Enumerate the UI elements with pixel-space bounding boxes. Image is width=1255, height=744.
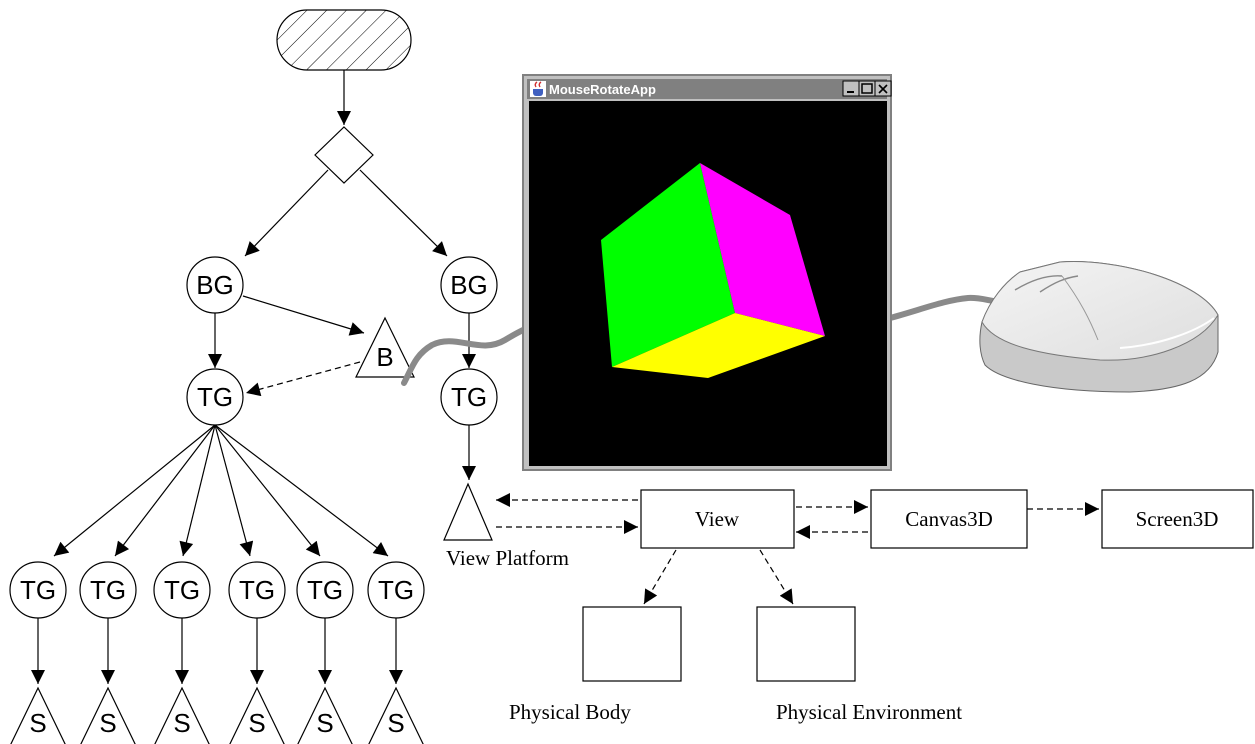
view-platform-node	[443, 482, 493, 541]
screen3d-label: Screen3D	[1136, 507, 1219, 531]
child-transform-label: TG	[239, 575, 275, 605]
physical-body-label: Physical Body	[509, 700, 631, 724]
shape-label: S	[29, 708, 46, 738]
branch-group-label-view: BG	[450, 270, 488, 300]
app-window-title: MouseRotateApp	[549, 82, 656, 97]
physical-body-box	[582, 606, 682, 682]
edge-behavior-target	[245, 361, 361, 397]
transform-group-label-view: TG	[451, 382, 487, 412]
shape-label: S	[316, 708, 333, 738]
edge-locale-bg-right	[359, 169, 448, 257]
shape-node-2: S	[80, 686, 136, 744]
cube-left-face	[601, 163, 735, 367]
edge-view-physical-environment	[759, 549, 794, 605]
shape-label: S	[248, 708, 265, 738]
view-label: View	[695, 507, 740, 531]
child-transform-5: TG	[296, 561, 354, 619]
cube-right-face	[700, 163, 825, 336]
behavior-label: B	[376, 342, 393, 372]
view-box	[640, 489, 795, 549]
child-transform-1: TG	[9, 561, 67, 619]
locale-node	[314, 126, 374, 184]
app-window-titlebar[interactable]	[527, 79, 887, 99]
shape-node-3: S	[154, 686, 210, 744]
app-window: MouseRotateApp	[522, 74, 892, 471]
child-transform-2: TG	[79, 561, 137, 619]
edge-bg-behavior	[242, 295, 365, 336]
shape-node-5: S	[297, 686, 353, 744]
view-platform-label: View Platform	[446, 546, 569, 570]
screen3d-box	[1101, 489, 1254, 549]
child-transform-label: TG	[378, 575, 414, 605]
shape-node-4: S	[229, 686, 285, 744]
canvas3d-label: Canvas3D	[905, 507, 993, 531]
transform-group-label-content: TG	[197, 382, 233, 412]
shape-edges	[31, 618, 403, 684]
edge-view-physical-body	[643, 549, 677, 605]
java-cup-icon	[530, 81, 546, 97]
shape-label: S	[173, 708, 190, 738]
child-transform-6: TG	[367, 561, 425, 619]
cube-bottom-face	[612, 313, 825, 378]
transform-children-edges	[53, 424, 389, 557]
physical-environment-box	[756, 606, 856, 682]
child-transform-label: TG	[307, 575, 343, 605]
shape-label: S	[387, 708, 404, 738]
shape-node-6: S	[368, 686, 424, 744]
maximize-icon[interactable]	[858, 80, 876, 97]
virtual-universe-node	[276, 9, 412, 71]
close-icon[interactable]	[874, 80, 892, 97]
child-transform-4: TG	[228, 561, 286, 619]
canvas3d-box	[870, 489, 1028, 549]
child-transform-3: TG	[153, 561, 211, 619]
branch-group-label-content: BG	[196, 270, 234, 300]
minimize-icon[interactable]	[842, 80, 860, 97]
edge-locale-bg-left	[244, 169, 329, 257]
child-transform-label: TG	[164, 575, 200, 605]
mouse-icon	[979, 261, 1219, 393]
shape-label: S	[99, 708, 116, 738]
physical-environment-label: Physical Environment	[776, 700, 962, 724]
behavior-mouse-cable	[401, 325, 531, 386]
child-transform-label: TG	[90, 575, 126, 605]
shape-node-1: S	[10, 686, 66, 744]
child-transform-label: TG	[20, 575, 56, 605]
behavior-node	[355, 316, 415, 378]
